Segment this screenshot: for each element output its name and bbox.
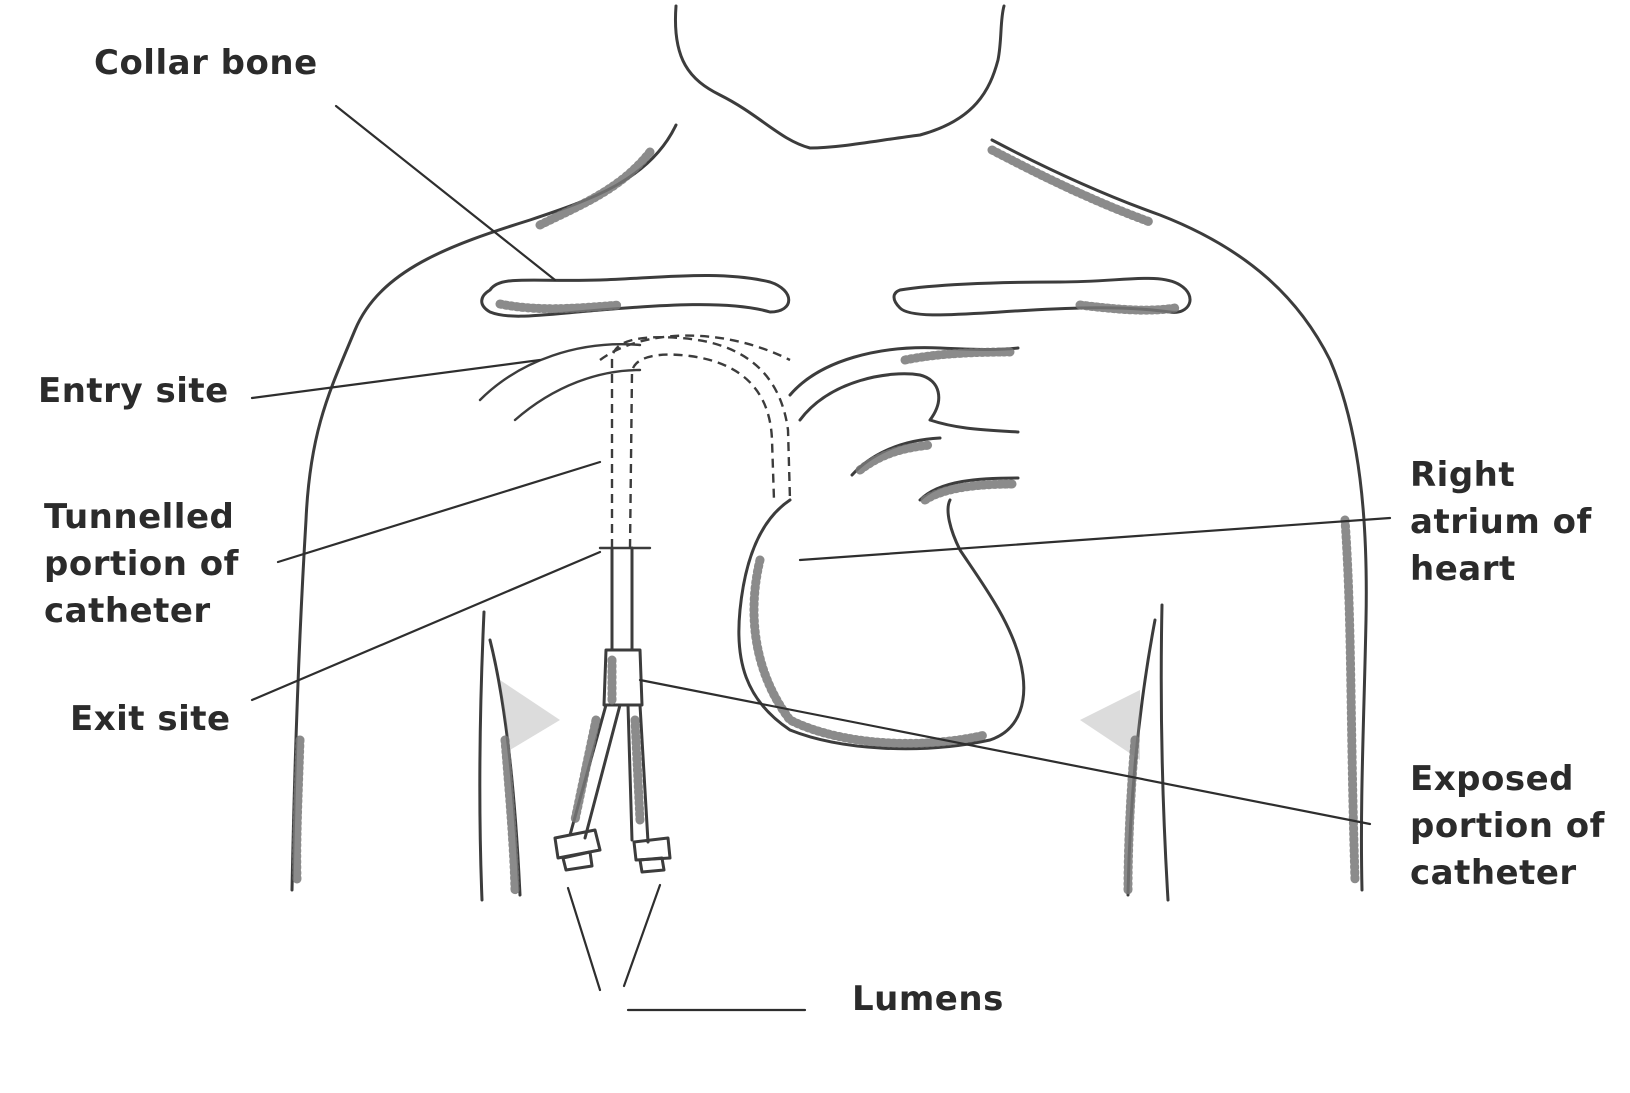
label-exposed-line1: Exposed <box>1410 759 1574 799</box>
leader-lines <box>250 104 1392 1012</box>
leader-exit-site <box>250 550 602 702</box>
leader-right-atrium <box>798 516 1392 562</box>
leader-tunnelled <box>276 460 602 564</box>
label-lumens: Lumens <box>852 979 1004 1019</box>
label-exposed-line3: catheter <box>1410 853 1577 893</box>
label-right-atrium-line2: atrium of <box>1410 502 1592 542</box>
leader-collar-bone <box>334 104 557 282</box>
label-right-atrium: Right atrium of heart <box>1410 452 1592 593</box>
label-right-atrium-line3: heart <box>1410 549 1516 589</box>
label-collar-bone: Collar bone <box>94 43 318 83</box>
label-right-atrium-line1: Right <box>1410 455 1516 495</box>
neck-outline <box>673 4 1006 150</box>
label-exposed-line2: portion of <box>1410 806 1605 846</box>
rib-cage <box>478 603 1170 902</box>
label-tunnelled-portion: Tunnelled portion of catheter <box>44 494 239 635</box>
label-tunnelled-line1: Tunnelled <box>44 497 235 537</box>
leader-lumens-left <box>566 886 602 992</box>
label-entry-site: Entry site <box>38 371 229 411</box>
leader-entry-site <box>250 358 542 400</box>
label-tunnelled-line2: portion of <box>44 544 239 584</box>
heart <box>737 346 1026 751</box>
label-tunnelled-line3: catheter <box>44 591 211 631</box>
torso-outline <box>290 123 1368 892</box>
rib-curves <box>478 343 642 422</box>
leader-exposed <box>638 678 1372 826</box>
catheter-exposed <box>553 546 672 874</box>
label-exit-site: Exit site <box>70 699 231 739</box>
catheter-tunnelled <box>599 334 792 549</box>
collar-bone-left <box>480 274 791 318</box>
leader-lumens-right <box>622 883 662 988</box>
collar-bone-right <box>892 276 1192 317</box>
label-exposed-portion: Exposed portion of catheter <box>1410 756 1605 897</box>
